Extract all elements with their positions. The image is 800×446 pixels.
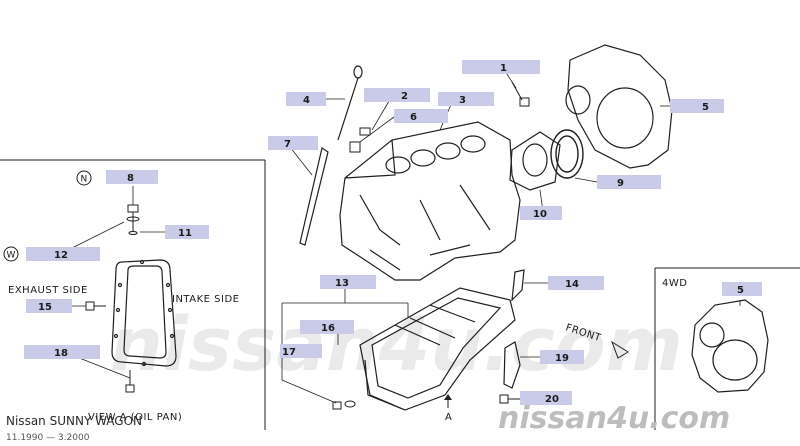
bolt-20-part [499,394,520,404]
rear-plate-part [565,44,673,169]
fourwd-frame [654,267,800,430]
callout-18[interactable]: 18 [24,345,100,359]
drain-plug-part [126,204,140,235]
fourwd-label: 4WD [662,278,687,289]
callout-5-number: 5 [702,102,709,113]
exhaust-side-label: EXHAUST SIDE [8,285,88,296]
bolt-17-part [332,400,356,410]
callout-14-number: 14 [565,279,579,290]
callout-4[interactable]: 4 [286,92,326,106]
callout-19-number: 19 [555,353,569,364]
callout-2[interactable]: 2 [364,88,430,102]
cylinder-block-part [339,121,521,281]
callout-12-number: 12 [54,250,68,261]
sensor-6-part [349,141,361,153]
callout-5[interactable]: 5 [670,99,724,113]
oil-strainer-part [511,269,525,302]
seal-retainer-part [509,131,561,191]
callout-20[interactable]: 20 [520,391,572,405]
callout-17[interactable]: 17 [280,344,322,358]
callout-13-number: 13 [335,278,349,289]
callout-4-number: 4 [303,95,310,106]
plug-2-part [359,127,371,136]
intake-side-label: INTAKE SIDE [172,294,239,305]
callout-14[interactable]: 14 [548,276,604,290]
production-dates: 11.1990 — 3.2000 [6,433,90,443]
callout-5-4wd[interactable]: 5 [722,282,762,296]
callout-17-number: 17 [282,347,296,358]
circle-n-text: N [81,175,88,185]
callout-6[interactable]: 6 [394,109,448,123]
callout-18-number: 18 [54,348,68,359]
bolt-18-part [125,370,135,393]
callout-1[interactable]: 1 [462,60,540,74]
circle-w-symbol: W [3,246,19,262]
circle-n-symbol: N [76,170,92,186]
view-a-frame [0,159,266,430]
callout-3-number: 3 [459,95,466,106]
callout-2-number: 2 [401,91,408,102]
callout-9-number: 9 [617,178,624,189]
callout-6-number: 6 [410,112,417,123]
callout-19[interactable]: 19 [540,350,584,364]
dipstick-guide-part [299,147,329,246]
callout-16-number: 16 [321,323,335,334]
callout-7-number: 7 [284,139,291,150]
callout-8[interactable]: 8 [106,170,158,184]
callout-5-4wd-number: 5 [737,285,744,296]
callout-11-number: 11 [178,228,192,239]
callout-16[interactable]: 16 [300,320,354,334]
rear-oil-seal-part [550,129,584,179]
vehicle-title: Nissan SUNNY WAGON [6,414,142,428]
callout-15[interactable]: 15 [26,299,72,313]
oil-pan-part [359,287,516,411]
callout-13[interactable]: 13 [320,275,376,289]
callout-1-number: 1 [500,63,507,74]
dipstick-part [337,65,363,141]
callout-15-number: 15 [38,302,52,313]
callout-9[interactable]: 9 [597,175,661,189]
callout-10-number: 10 [533,209,547,220]
watermark-small: nissan4u.com [498,401,730,436]
callout-7[interactable]: 7 [268,136,318,150]
callout-12[interactable]: 12 [26,247,100,261]
arrow-a-label: A [445,412,452,423]
view-a-arrow: A [444,394,452,423]
circle-w-text: W [7,251,16,261]
watermark-large: nissan4u.com [110,302,683,388]
oil-pan-gasket-view [111,259,177,367]
callout-20-number: 20 [545,394,559,405]
bolt-15-part [85,301,106,311]
rear-plate-4wd-part [691,299,769,393]
callout-3[interactable]: 3 [438,92,494,106]
baffle-part [503,341,521,389]
view-a-label: VIEW A (OIL PAN) [88,412,182,423]
callout-11[interactable]: 11 [165,225,209,239]
callout-8-number: 8 [127,173,134,184]
callout-10[interactable]: 10 [520,206,562,220]
